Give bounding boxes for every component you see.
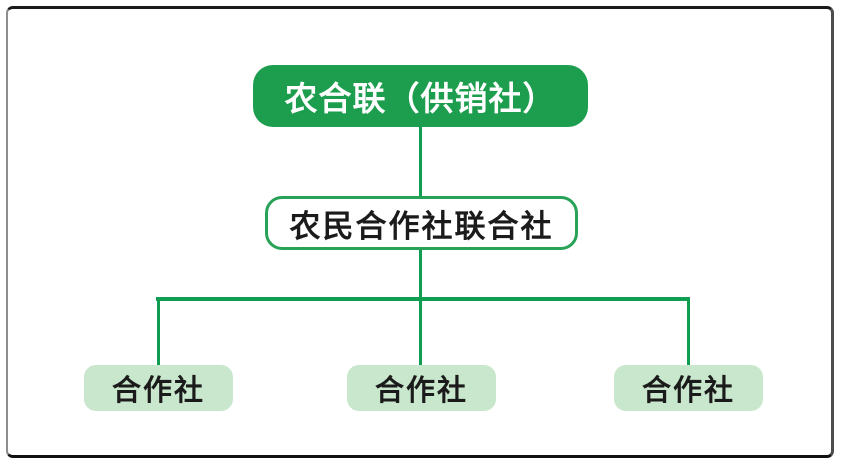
node-root-supply-cooperative: 农合联（供销社） [253,65,588,127]
chart-border-frame [6,6,834,458]
node-federation-label: 农民合作社联合社 [289,208,554,244]
connector-drop-child-1 [157,299,160,365]
node-farmers-cooperative-federation: 农民合作社联合社 [265,196,578,250]
connector-drop-child-3 [687,299,690,365]
node-cooperative-3-label: 合作社 [641,375,735,407]
node-cooperative-3: 合作社 [614,365,763,411]
node-cooperative-1: 合作社 [84,365,233,411]
node-cooperative-1-label: 合作社 [111,375,205,407]
node-root-label: 农合联（供销社） [284,80,557,117]
connector-federation-to-bar [419,250,422,300]
node-cooperative-2: 合作社 [347,365,496,411]
node-cooperative-2-label: 合作社 [374,375,468,407]
connector-root-to-federation [419,127,422,196]
connector-drop-child-2 [419,299,422,365]
connector-horizontal-bar [156,297,690,301]
